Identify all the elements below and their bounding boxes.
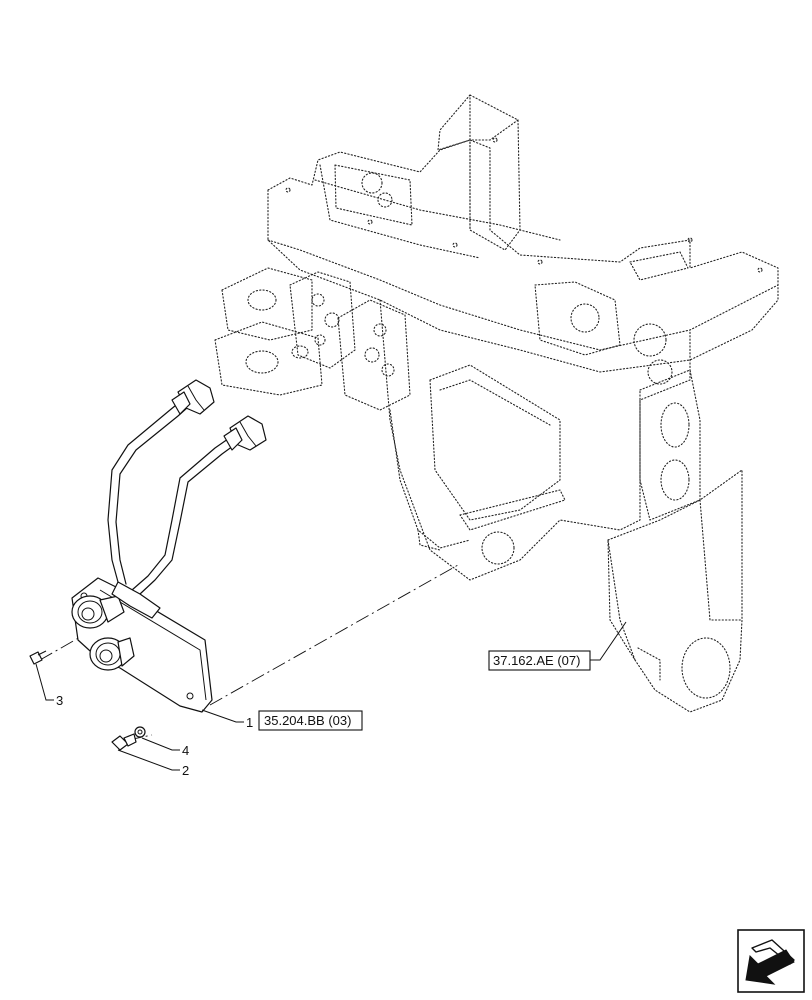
leader-line-2 — [117, 749, 180, 771]
leader-line-3 — [35, 663, 54, 701]
quick-coupler-upper — [71, 595, 125, 629]
callout-1: 1 — [246, 715, 253, 730]
quick-coupler-lower — [89, 637, 135, 671]
callout-3: 3 — [56, 693, 63, 708]
leader-line-frame-ref — [590, 621, 627, 661]
coupler-plate — [71, 577, 213, 713]
washer-item-4 — [134, 726, 146, 738]
bolt-item-3 — [29, 650, 47, 665]
leader-line-4 — [141, 737, 180, 751]
cylinder-mount-blocks — [289, 271, 411, 411]
bolt-item-2 — [111, 733, 137, 751]
hydraulic-hoses — [107, 379, 267, 595]
axle-support-frame — [214, 94, 779, 713]
back-arrow-icon[interactable] — [737, 929, 805, 993]
callout-2: 2 — [182, 763, 189, 778]
leader-line-1 — [201, 709, 244, 723]
callout-4: 4 — [182, 743, 189, 758]
frame-reference-link[interactable]: 37.162.AE (07) — [488, 650, 591, 671]
coupler-reference-text[interactable]: 35.204.BB (03) — [264, 713, 351, 728]
assembly-chain-line — [209, 564, 459, 706]
coupler-reference-link[interactable]: 35.204.BB (03) — [258, 710, 363, 731]
frame-reference-text[interactable]: 37.162.AE (07) — [493, 653, 580, 668]
